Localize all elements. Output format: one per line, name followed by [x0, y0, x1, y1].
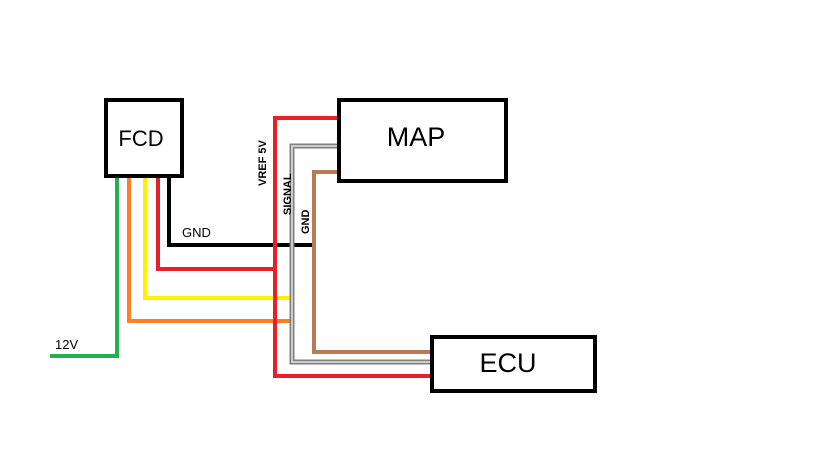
label-vref-5v: VREF 5V [257, 139, 269, 186]
wire-black-gnd [167, 176, 316, 247]
label-signal: SIGNAL [282, 173, 294, 215]
map-box [337, 98, 508, 183]
label-gnd-fcd: GND [182, 225, 211, 240]
ecu-label: ECU [479, 348, 536, 378]
wire-gray-signal-inner [291, 145, 432, 363]
map-label: MAP [387, 122, 446, 152]
wire-orange [127, 176, 292, 323]
fcd-box [104, 98, 184, 178]
wire-red-fcd [156, 176, 275, 271]
wire-yellow [143, 176, 292, 300]
wire-brown-gnd [312, 170, 432, 354]
wire-12v-green [50, 176, 119, 358]
fcd-label: FCD [118, 126, 163, 151]
label-gnd-map: GND [300, 210, 312, 235]
label-12v: 12V [55, 337, 78, 352]
ecu-box [430, 335, 597, 393]
wire-red-vref [273, 116, 432, 378]
